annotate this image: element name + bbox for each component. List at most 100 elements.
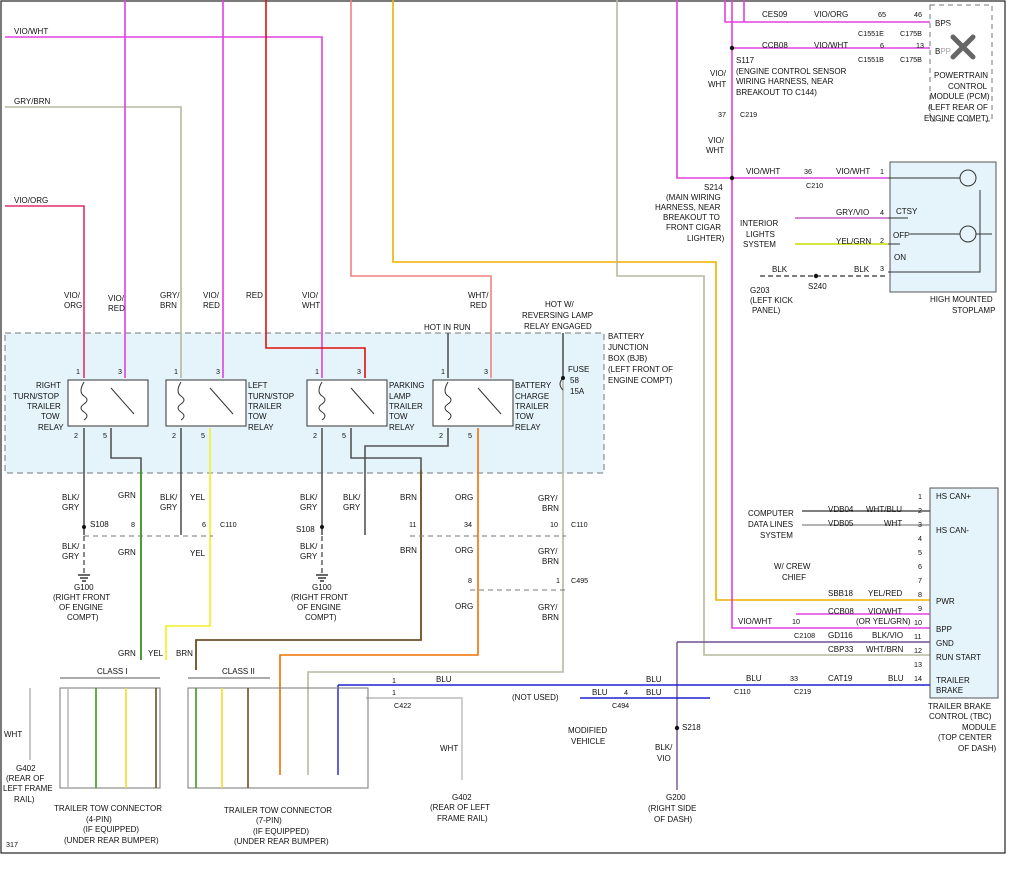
svg-text:VEHICLE: VEHICLE — [571, 737, 605, 746]
svg-text:RELAY: RELAY — [515, 423, 541, 432]
svg-text:FRAME RAIL): FRAME RAIL) — [437, 814, 488, 823]
svg-text:65: 65 — [878, 10, 886, 19]
svg-text:VIO/WHT: VIO/WHT — [738, 617, 772, 626]
svg-text:15A: 15A — [570, 387, 585, 396]
svg-text:TURN/STOP: TURN/STOP — [13, 392, 59, 401]
svg-text:BLU: BLU — [646, 688, 662, 697]
svg-text:4: 4 — [624, 688, 628, 697]
svg-text:VDB04: VDB04 — [828, 505, 854, 514]
svg-text:TURN/STOP: TURN/STOP — [248, 392, 294, 401]
svg-text:LAMP: LAMP — [389, 392, 411, 401]
svg-text:BLU: BLU — [646, 675, 662, 684]
wire-label: VIO/ORG — [14, 196, 48, 205]
svg-text:FUSE: FUSE — [568, 365, 589, 374]
svg-text:OF DASH): OF DASH) — [958, 744, 997, 753]
svg-text:LEFT FRAME: LEFT FRAME — [3, 784, 53, 793]
svg-text:BLK/: BLK/ — [62, 493, 80, 502]
svg-text:BLK/: BLK/ — [160, 493, 178, 502]
svg-text:BPS: BPS — [935, 19, 951, 28]
interior-wires — [760, 217, 888, 277]
svg-text:46: 46 — [914, 10, 922, 19]
svg-text:RED: RED — [108, 304, 125, 313]
svg-text:C2108: C2108 — [794, 631, 815, 640]
svg-text:TRAILER: TRAILER — [389, 402, 423, 411]
svg-text:VIO/: VIO/ — [64, 291, 81, 300]
svg-text:1: 1 — [315, 367, 319, 376]
svg-text:58: 58 — [570, 376, 579, 385]
svg-text:C210: C210 — [806, 181, 823, 190]
svg-text:G402: G402 — [452, 793, 472, 802]
svg-text:CTSY: CTSY — [896, 207, 918, 216]
svg-text:HS CAN-: HS CAN- — [936, 526, 969, 535]
svg-text:BLK/VIO: BLK/VIO — [872, 631, 903, 640]
svg-text:WHT: WHT — [708, 80, 726, 89]
svg-text:5: 5 — [201, 431, 205, 440]
svg-text:5: 5 — [103, 431, 107, 440]
svg-text:TRAILER: TRAILER — [248, 402, 282, 411]
svg-text:G200: G200 — [666, 793, 686, 802]
svg-text:TOW: TOW — [515, 412, 534, 421]
svg-text:WHT: WHT — [706, 146, 724, 155]
svg-text:HS CAN+: HS CAN+ — [936, 492, 971, 501]
svg-text:C175B: C175B — [900, 55, 922, 64]
svg-text:RED: RED — [203, 301, 220, 310]
svg-text:LIGHTS: LIGHTS — [746, 230, 775, 239]
svg-text:JUNCTION: JUNCTION — [608, 343, 649, 352]
svg-text:4: 4 — [880, 208, 884, 217]
svg-text:BATTERY: BATTERY — [515, 381, 552, 390]
svg-text:C219: C219 — [740, 110, 757, 119]
svg-text:BLU: BLU — [592, 688, 608, 697]
svg-text:RIGHT: RIGHT — [36, 381, 61, 390]
tbc-module — [929, 487, 999, 699]
svg-text:8: 8 — [468, 576, 472, 585]
svg-text:3: 3 — [880, 264, 884, 273]
class1-connector — [59, 677, 161, 789]
svg-text:C422: C422 — [394, 701, 411, 710]
svg-text:3: 3 — [216, 367, 220, 376]
svg-text:HOT W/: HOT W/ — [545, 300, 575, 309]
svg-text:WHT: WHT — [4, 730, 22, 739]
svg-text:S108: S108 — [296, 525, 315, 534]
svg-text:HIGH MOUNTED: HIGH MOUNTED — [930, 295, 993, 304]
svg-text:13: 13 — [914, 660, 922, 669]
svg-text:ON: ON — [894, 253, 906, 262]
close-icon[interactable] — [941, 25, 985, 69]
svg-text:BATTERY: BATTERY — [608, 332, 645, 341]
svg-text:G402: G402 — [16, 764, 36, 773]
svg-text:W/ CREW: W/ CREW — [774, 562, 811, 571]
svg-text:3: 3 — [118, 367, 122, 376]
class2-connector — [187, 677, 369, 789]
svg-text:GRY: GRY — [160, 503, 178, 512]
svg-text:5: 5 — [342, 431, 346, 440]
svg-text:CONTROL (TBC): CONTROL (TBC) — [929, 712, 992, 721]
svg-text:2: 2 — [918, 506, 922, 515]
relay-right-turn — [67, 379, 149, 427]
svg-text:1: 1 — [918, 492, 922, 501]
svg-text:RUN START: RUN START — [936, 653, 981, 662]
svg-text:S117: S117 — [736, 56, 755, 65]
svg-text:C1551B: C1551B — [858, 55, 884, 64]
svg-text:SYSTEM: SYSTEM — [743, 240, 776, 249]
svg-text:1: 1 — [392, 676, 396, 685]
svg-text:BLK/: BLK/ — [62, 542, 80, 551]
svg-text:VIO/WHT: VIO/WHT — [814, 41, 848, 50]
svg-text:C175B: C175B — [900, 29, 922, 38]
svg-text:S240: S240 — [808, 282, 827, 291]
svg-text:10: 10 — [914, 618, 922, 627]
svg-text:BLK: BLK — [772, 265, 788, 274]
svg-text:GD116: GD116 — [828, 631, 853, 640]
svg-text:RELAY: RELAY — [389, 423, 415, 432]
svg-text:9: 9 — [918, 604, 922, 613]
tbc-wires — [337, 510, 930, 790]
svg-text:COMPUTER: COMPUTER — [748, 509, 794, 518]
svg-text:1: 1 — [441, 367, 445, 376]
svg-text:(TOP CENTER: (TOP CENTER — [938, 733, 992, 742]
svg-text:RED: RED — [470, 301, 487, 310]
svg-text:CHIEF: CHIEF — [782, 573, 806, 582]
svg-text:POWERTRAIN: POWERTRAIN — [934, 71, 988, 80]
svg-text:(4-PIN): (4-PIN) — [86, 815, 112, 824]
svg-text:WHT: WHT — [440, 744, 458, 753]
svg-text:BLK: BLK — [854, 265, 870, 274]
svg-text:BRN: BRN — [160, 301, 177, 310]
svg-text:YEL/RED: YEL/RED — [868, 589, 902, 598]
